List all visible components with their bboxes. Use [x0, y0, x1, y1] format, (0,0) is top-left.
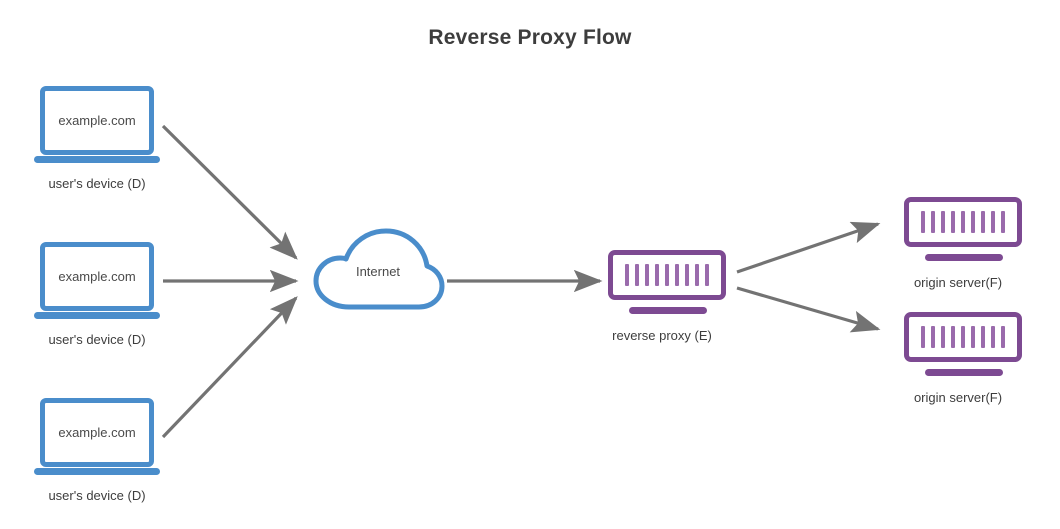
server-rack-icon [904, 197, 1022, 247]
client-label-1: user's device (D) [48, 176, 146, 191]
server-bar [685, 264, 689, 286]
laptop-base-icon [34, 468, 160, 475]
server-bar [981, 211, 985, 233]
server-bar [971, 326, 975, 348]
origin-server-label-1: origin server(F) [913, 275, 1003, 290]
origin-server-node-2[interactable]: origin server(F) [898, 312, 1030, 405]
laptop-screen-icon: example.com [40, 398, 154, 467]
server-bar [665, 264, 669, 286]
server-bar [961, 326, 965, 348]
server-bar [675, 264, 679, 286]
server-bar [981, 326, 985, 348]
server-bar [991, 211, 995, 233]
reverse-proxy-label: reverse proxy (E) [612, 328, 712, 343]
laptop-base-icon [34, 312, 160, 319]
page-title: Reverse Proxy Flow [428, 26, 632, 49]
laptop-url-text: example.com [58, 269, 136, 284]
client-label-2: user's device (D) [48, 332, 146, 347]
server-rack-icon [608, 250, 726, 300]
server-bar [951, 211, 955, 233]
server-bar [695, 264, 699, 286]
server-bar [971, 211, 975, 233]
laptop-screen-icon: example.com [40, 86, 154, 155]
server-bar [951, 326, 955, 348]
laptop-url-text: example.com [58, 113, 136, 128]
server-bar [645, 264, 649, 286]
internet-label: Internet [355, 264, 401, 279]
server-foot-icon [629, 307, 707, 314]
server-bar [921, 211, 925, 233]
reverse-proxy-node[interactable]: reverse proxy (E) [602, 250, 734, 343]
client-node-2[interactable]: example.com user's device (D) [34, 242, 174, 347]
server-bar [991, 326, 995, 348]
origin-server-label-2: origin server(F) [913, 390, 1003, 405]
server-bar [921, 326, 925, 348]
client-node-3[interactable]: example.com user's device (D) [34, 398, 174, 503]
server-bar [655, 264, 659, 286]
arrow-proxy-to-origin2 [736, 286, 881, 333]
server-foot-icon [925, 369, 1003, 376]
cloud-icon [313, 228, 445, 310]
server-bar [931, 326, 935, 348]
server-bar [941, 211, 945, 233]
internet-cloud-node[interactable]: Internet [308, 224, 448, 316]
server-bar [1001, 326, 1005, 348]
origin-server-node-1[interactable]: origin server(F) [898, 197, 1030, 290]
laptop-screen-icon: example.com [40, 242, 154, 311]
server-bar [625, 264, 629, 286]
arrow-client3-to-internet [161, 296, 298, 439]
server-bar [961, 211, 965, 233]
server-bar [705, 264, 709, 286]
laptop-url-text: example.com [58, 425, 136, 440]
server-foot-icon [925, 254, 1003, 261]
server-bar [931, 211, 935, 233]
laptop-base-icon [34, 156, 160, 163]
arrow-proxy-to-origin1 [736, 221, 881, 274]
server-bar [1001, 211, 1005, 233]
client-node-1[interactable]: example.com user's device (D) [34, 86, 174, 191]
arrow-client1-to-internet [161, 124, 298, 260]
client-label-3: user's device (D) [48, 488, 146, 503]
server-rack-icon [904, 312, 1022, 362]
server-bar [635, 264, 639, 286]
server-bar [941, 326, 945, 348]
